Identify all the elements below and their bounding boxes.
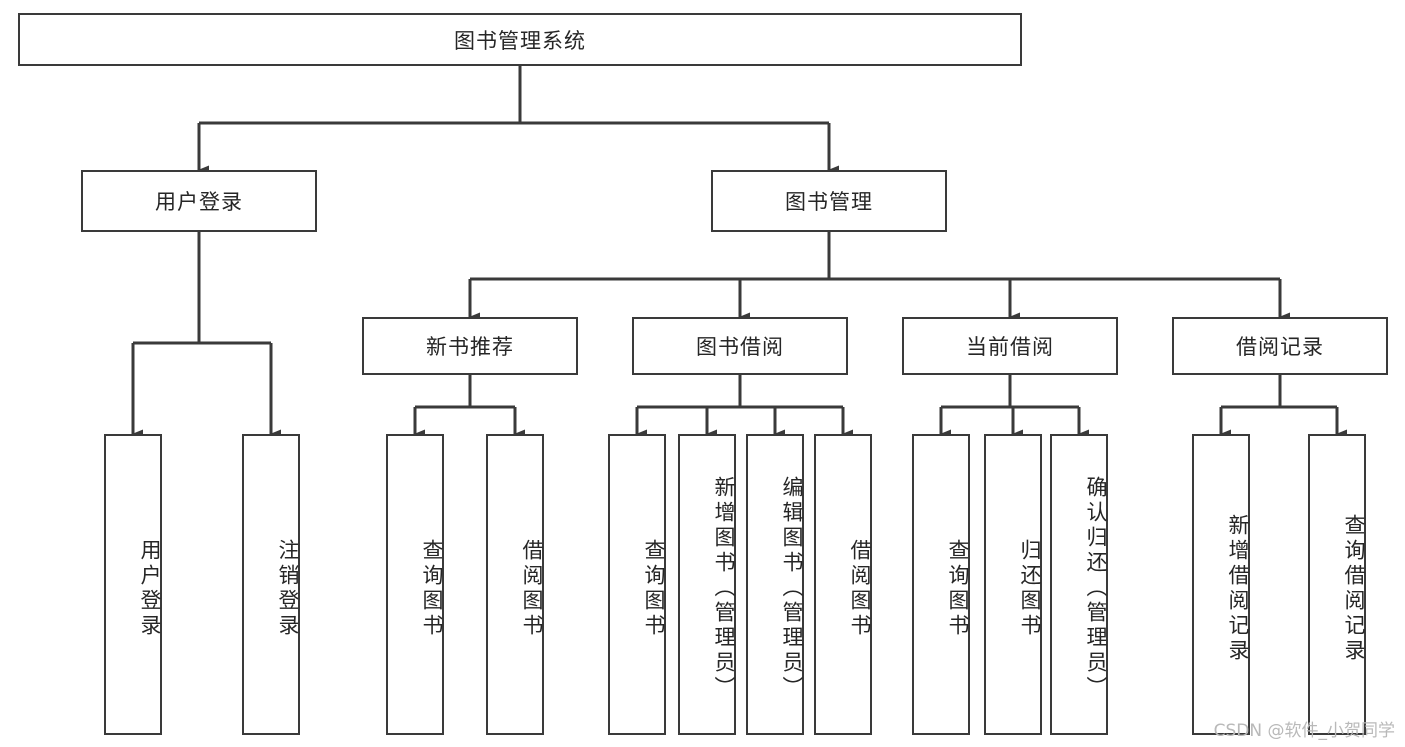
node-label: 借阅图书 <box>848 538 872 639</box>
node-label: 借阅记录 <box>1236 335 1324 359</box>
node-leaf-nb-borrow[interactable]: 借阅图书 <box>486 434 544 735</box>
node-root[interactable]: 图书管理系统 <box>18 13 1022 66</box>
node-label: 确认归还（管理员） <box>1084 476 1108 701</box>
node-leaf-cur-return[interactable]: 归还图书 <box>984 434 1042 735</box>
csdn-watermark: CSDN @软件_小贺同学 <box>1213 721 1395 741</box>
node-leaf-rec-query[interactable]: 查询借阅记录 <box>1308 434 1366 735</box>
node-current[interactable]: 当前借阅 <box>902 317 1118 375</box>
node-label: 新书推荐 <box>426 335 514 359</box>
node-label: 图书借阅 <box>696 335 784 359</box>
node-leaf-nb-query[interactable]: 查询图书 <box>386 434 444 735</box>
node-leaf-bw-query[interactable]: 查询图书 <box>608 434 666 735</box>
node-label: 查询图书 <box>946 538 970 639</box>
node-label: 查询图书 <box>420 538 444 639</box>
node-leaf-bw-borrow[interactable]: 借阅图书 <box>814 434 872 735</box>
node-label: 新增图书（管理员） <box>712 476 736 701</box>
node-label: 图书管理系统 <box>454 28 586 53</box>
tree-edges <box>131 66 1347 439</box>
node-label: 用户登录 <box>138 538 162 639</box>
node-leaf-user-login[interactable]: 用户登录 <box>104 434 162 735</box>
node-borrow[interactable]: 图书借阅 <box>632 317 848 375</box>
node-leaf-cur-query[interactable]: 查询图书 <box>912 434 970 735</box>
node-label: 编辑图书（管理员） <box>780 476 804 701</box>
node-bookmgmt[interactable]: 图书管理 <box>711 170 947 232</box>
node-records[interactable]: 借阅记录 <box>1172 317 1388 375</box>
node-label: 图书管理 <box>785 190 873 214</box>
node-leaf-bw-add[interactable]: 新增图书（管理员） <box>678 434 736 735</box>
node-label: 注销登录 <box>276 538 300 639</box>
node-label: 归还图书 <box>1018 538 1042 639</box>
node-label: 用户登录 <box>155 190 243 214</box>
node-leaf-cur-confirm[interactable]: 确认归还（管理员） <box>1050 434 1108 735</box>
node-leaf-bw-edit[interactable]: 编辑图书（管理员） <box>746 434 804 735</box>
node-label: 查询借阅记录 <box>1342 513 1366 664</box>
node-login[interactable]: 用户登录 <box>81 170 317 232</box>
node-newbook[interactable]: 新书推荐 <box>362 317 578 375</box>
node-leaf-rec-add[interactable]: 新增借阅记录 <box>1192 434 1250 735</box>
node-leaf-user-logout[interactable]: 注销登录 <box>242 434 300 735</box>
node-label: 查询图书 <box>642 538 666 639</box>
node-label: 借阅图书 <box>520 538 544 639</box>
node-label: 当前借阅 <box>966 335 1054 359</box>
node-label: 新增借阅记录 <box>1226 513 1250 664</box>
